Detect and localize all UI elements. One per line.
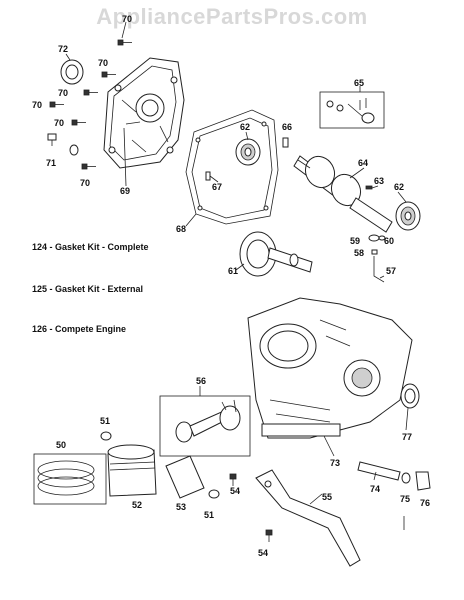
part-66-dowel-pin[interactable]	[282, 137, 289, 148]
callout-75: 75	[400, 494, 410, 504]
callout-62: 62	[240, 122, 250, 132]
callout-55: 55	[322, 492, 332, 502]
callout-51: 51	[100, 416, 110, 426]
part-65-governor-assembly[interactable]	[319, 91, 385, 129]
part-54-bolts[interactable]	[229, 473, 273, 542]
part-56-connecting-rod[interactable]	[159, 395, 251, 457]
legend-item-124: 124 - Gasket Kit - Complete	[32, 242, 149, 252]
callout-70: 70	[32, 100, 42, 110]
part-50-piston-rings[interactable]	[33, 453, 107, 505]
legend-item-126: 126 - Compete Engine	[32, 324, 126, 334]
callout-70: 70	[54, 118, 64, 128]
part-70-bolts[interactable]	[49, 39, 132, 170]
callout-54: 54	[258, 548, 268, 558]
callout-77: 77	[402, 432, 412, 442]
part-63-key[interactable]	[365, 185, 373, 190]
part-67-dowel[interactable]	[205, 171, 211, 181]
callout-67: 67	[212, 182, 222, 192]
part-58-governor-shaft[interactable]	[371, 249, 378, 255]
legend: 124 - Gasket Kit - Complete 125 - Gasket…	[32, 242, 149, 334]
callout-74: 74	[370, 484, 380, 494]
callout-72: 72	[58, 44, 68, 54]
callout-54: 54	[230, 486, 240, 496]
part-69-crankcase-cover[interactable]	[103, 57, 185, 169]
callout-71: 71	[46, 158, 56, 168]
callout-57: 57	[386, 266, 396, 276]
callout-59: 59	[350, 236, 360, 246]
part-53-piston-pin[interactable]	[165, 455, 205, 499]
callout-50: 50	[56, 440, 66, 450]
part-72-oil-seal[interactable]	[60, 59, 84, 85]
callout-68: 68	[176, 224, 186, 234]
legend-item-125: 125 - Gasket Kit - External	[32, 284, 143, 294]
part-76-nut[interactable]	[415, 471, 431, 491]
callout-52: 52	[132, 500, 142, 510]
callout-76: 76	[420, 498, 430, 508]
callout-63: 63	[374, 176, 384, 186]
callout-70: 70	[58, 88, 68, 98]
callout-61: 61	[228, 266, 238, 276]
callout-69: 69	[120, 186, 130, 196]
callout-66: 66	[282, 122, 292, 132]
part-57-governor-arm[interactable]	[373, 256, 385, 283]
part-52-piston[interactable]	[107, 444, 157, 497]
leader-lines	[65, 21, 409, 530]
part-77-oil-seal[interactable]	[400, 383, 420, 409]
part-59-60-washer-clip[interactable]	[368, 234, 386, 242]
part-55-air-guide[interactable]	[255, 469, 361, 567]
part-73-engine-block[interactable]	[247, 297, 413, 439]
part-61-camshaft[interactable]	[239, 231, 313, 277]
part-74-shaft[interactable]	[357, 461, 401, 481]
callout-60: 60	[384, 236, 394, 246]
callout-65: 65	[354, 78, 364, 88]
part-68-gasket[interactable]	[185, 109, 279, 225]
callout-64: 64	[358, 158, 368, 168]
callout-53: 53	[176, 502, 186, 512]
part-62-bearing[interactable]	[235, 138, 261, 166]
callout-51: 51	[204, 510, 214, 520]
callouts: 70 72 70 70 70 70 71 70 69 65 62 66 67 6…	[32, 14, 430, 558]
callout-70: 70	[80, 178, 90, 188]
callout-56: 56	[196, 376, 206, 386]
part-51-piston-pin-clip[interactable]	[100, 431, 220, 499]
watermark: AppliancePartsPros.com	[96, 4, 368, 29]
callout-58: 58	[354, 248, 364, 258]
part-62-bearing-right[interactable]	[395, 201, 421, 231]
part-75-washer[interactable]	[401, 472, 411, 484]
part-64-crankshaft[interactable]	[293, 151, 393, 233]
callout-73: 73	[330, 458, 340, 468]
part-71-oil-fill-plug[interactable]	[47, 133, 79, 156]
callout-70: 70	[98, 58, 108, 68]
callout-70: 70	[122, 14, 132, 24]
callout-62: 62	[394, 182, 404, 192]
